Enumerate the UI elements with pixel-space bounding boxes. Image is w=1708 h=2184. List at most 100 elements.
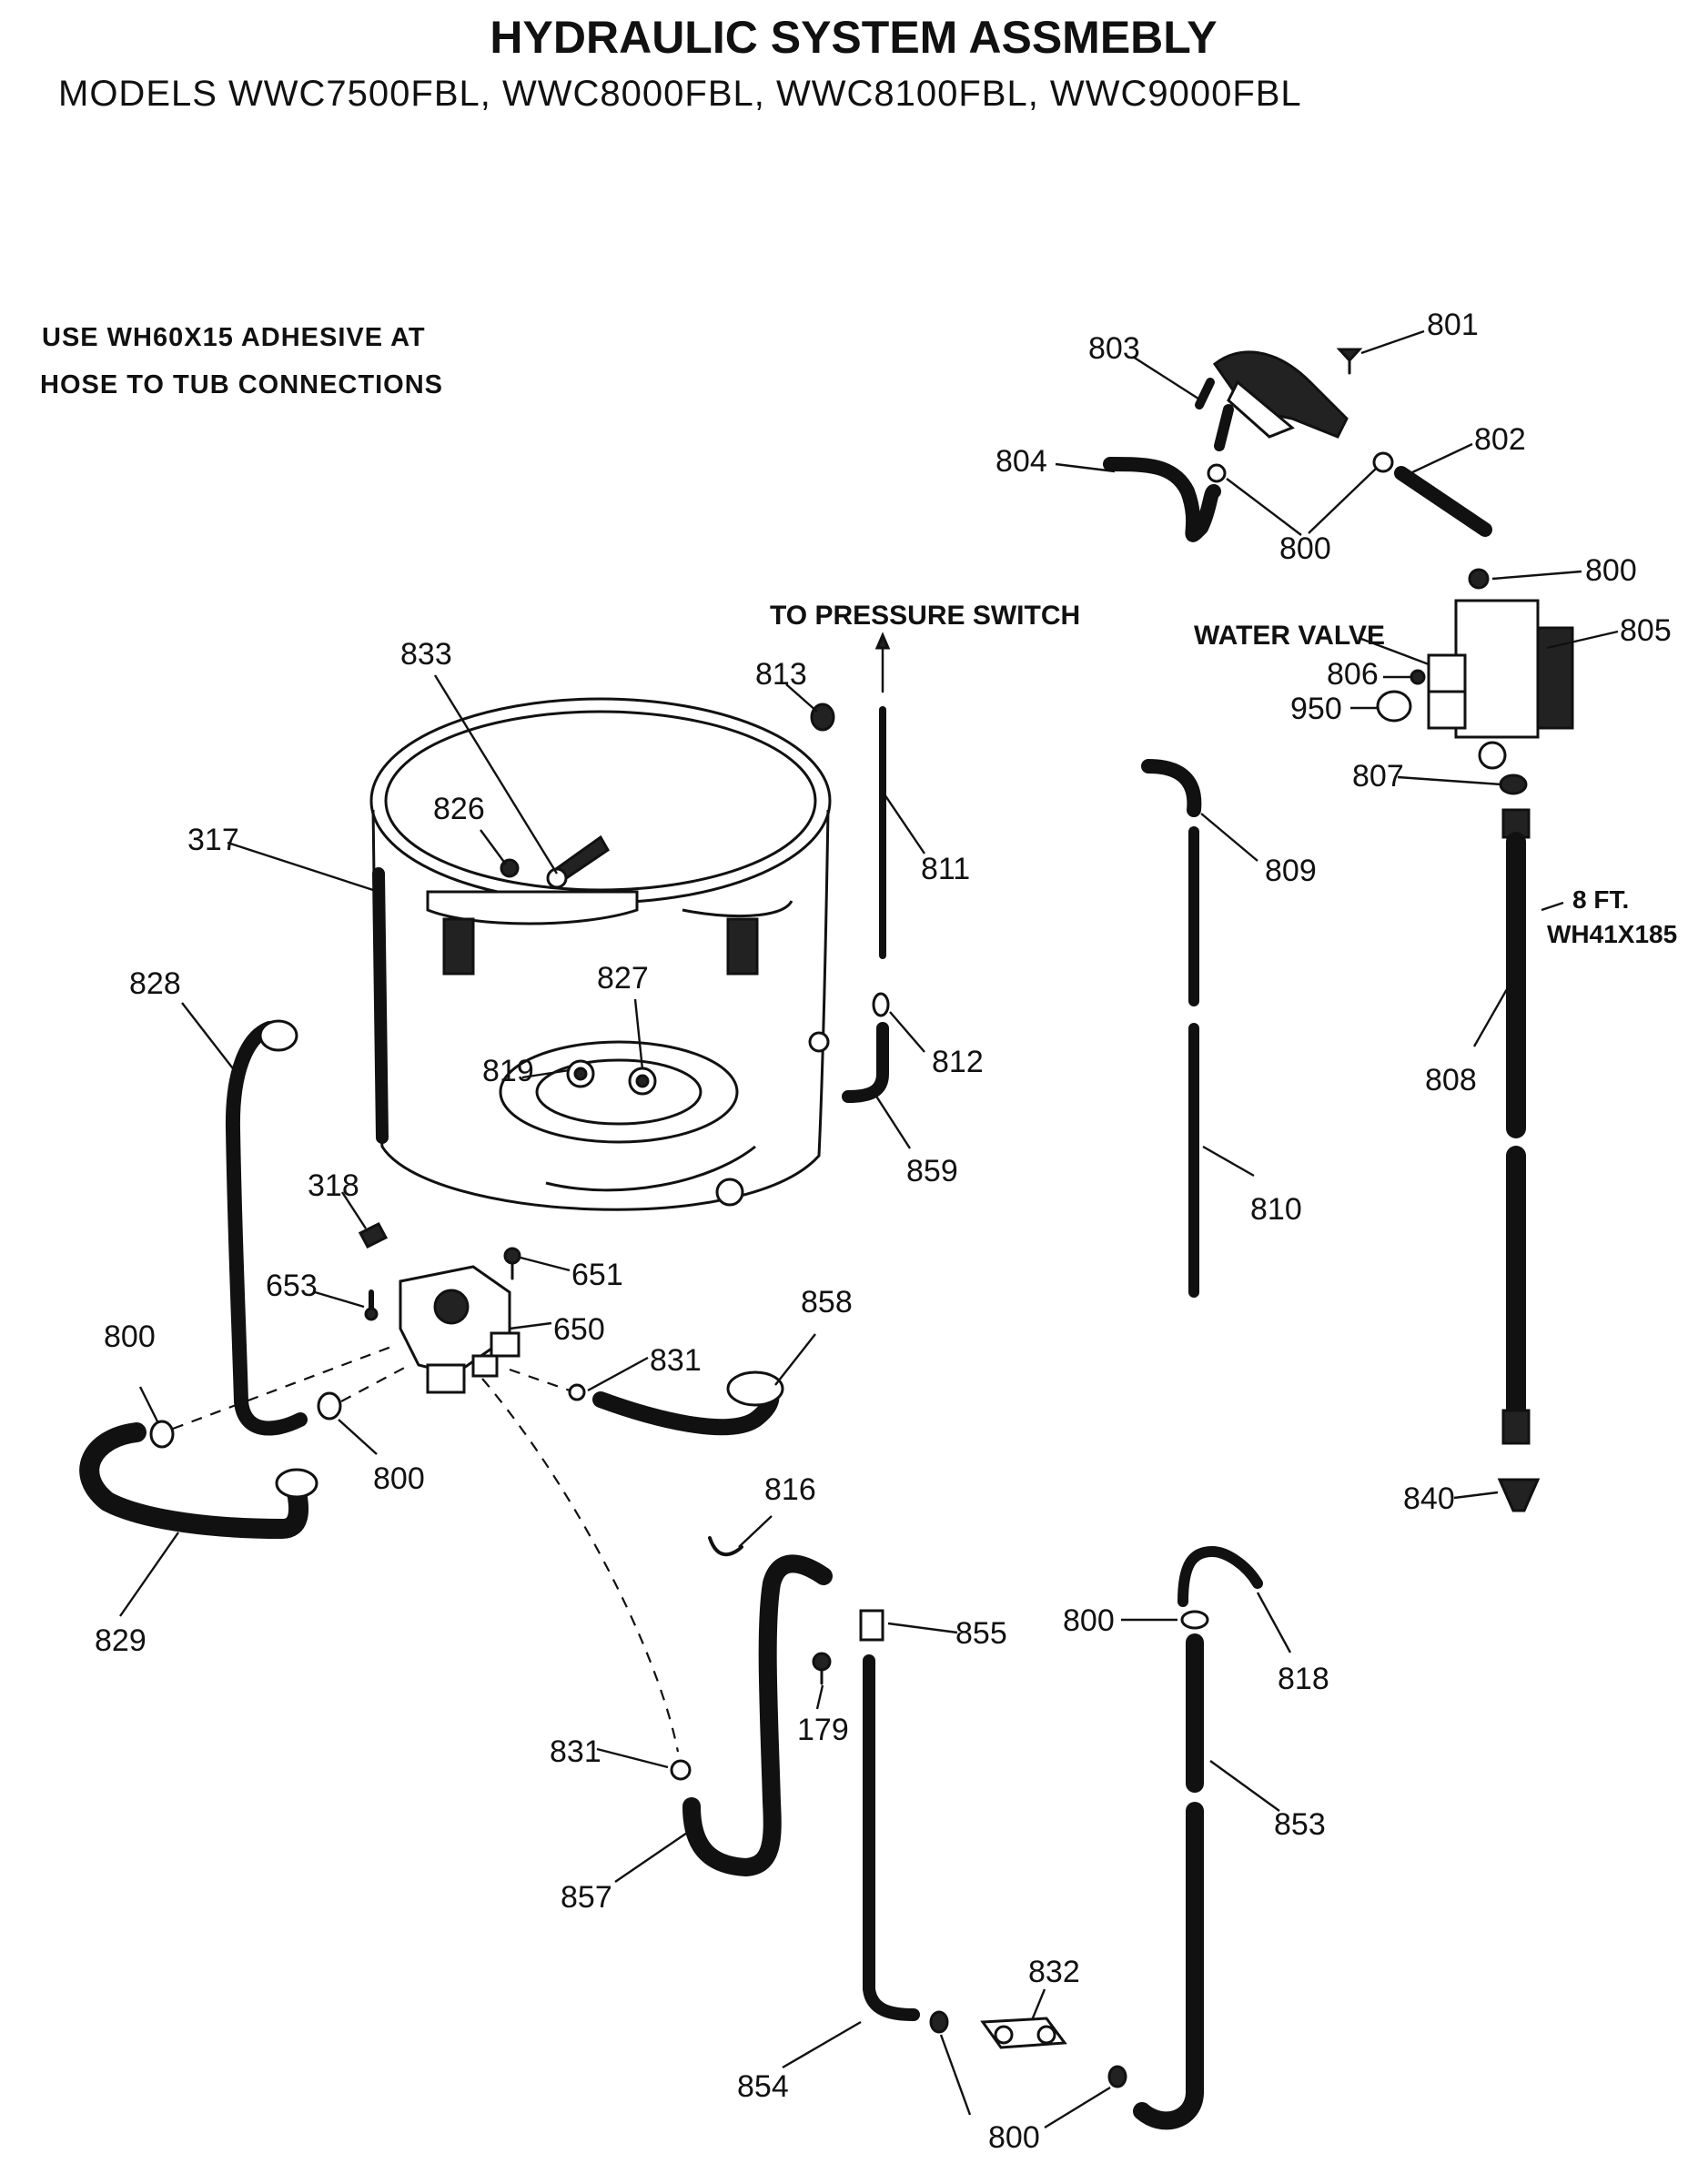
label-857: 857	[561, 1880, 612, 1915]
hose-818	[1177, 1546, 1263, 1607]
label-651: 651	[571, 1258, 623, 1292]
fitting-855	[859, 1609, 884, 1642]
label-800-right: 800	[1585, 553, 1637, 588]
tub-part-833	[546, 834, 610, 889]
clamp-800-left	[149, 1420, 175, 1449]
screw-651	[503, 1247, 521, 1280]
label-804: 804	[995, 444, 1047, 479]
label-811: 811	[921, 852, 970, 886]
adhesive-note-line2: HOSE TO TUB CONNECTIONS	[40, 370, 443, 399]
label-805: 805	[1620, 613, 1672, 648]
label-wh41x185: WH41X185	[1547, 920, 1677, 948]
diagram-subtitle: MODELS WWC7500FBL, WWC8000FBL, WWC8100FB…	[58, 74, 1302, 114]
fill-hose-804	[1103, 457, 1221, 542]
hose-854	[863, 1654, 920, 2021]
hose-802	[1394, 466, 1492, 537]
clamp-831-upper	[568, 1383, 586, 1401]
label-950: 950	[1290, 692, 1342, 726]
adhesive-note-line1: USE WH60X15 ADHESIVE AT	[42, 323, 426, 352]
screw-653	[364, 1289, 379, 1321]
label-858: 858	[801, 1285, 853, 1320]
label-818: 818	[1278, 1662, 1329, 1696]
clamp-800-right	[1468, 568, 1490, 590]
label-803: 803	[1088, 331, 1140, 366]
label-318: 318	[308, 1168, 359, 1203]
label-801: 801	[1427, 308, 1479, 342]
label-840: 840	[1403, 1481, 1455, 1516]
siphon-break-803	[1195, 350, 1349, 451]
dashed-guide-857	[481, 1378, 680, 1753]
screen-950	[1376, 690, 1412, 723]
tub-part-819	[566, 1059, 595, 1088]
diagram-title: HYDRAULIC SYSTEM ASSMEBLY	[490, 12, 1217, 63]
cap-813	[810, 703, 835, 732]
arrow-head	[874, 632, 891, 650]
label-179: 179	[797, 1713, 849, 1747]
label-832: 832	[1028, 1955, 1080, 1989]
label-800-left: 800	[104, 1320, 156, 1354]
label-853: 853	[1274, 1807, 1326, 1842]
label-806: 806	[1327, 657, 1379, 692]
label-802: 802	[1474, 422, 1526, 457]
label-317: 317	[187, 823, 239, 857]
fitting-812	[872, 992, 890, 1017]
label-828: 828	[129, 966, 181, 1001]
label-800-bottom: 800	[988, 2120, 1040, 2155]
clamp-800-bottom-left	[929, 2010, 949, 2034]
label-807: 807	[1352, 759, 1404, 794]
clip-318	[358, 1222, 389, 1249]
label-8-ft: 8 FT.	[1572, 885, 1629, 914]
clamp-831-lower	[670, 1759, 692, 1781]
hose-853-lower	[1133, 1802, 1204, 2130]
hose-829-end	[275, 1468, 318, 1499]
clamp-800-bottom-right	[1107, 2065, 1127, 2088]
label-859: 859	[906, 1154, 958, 1188]
label-829: 829	[95, 1623, 147, 1658]
drain-pump-650	[399, 1265, 520, 1394]
connector-832	[980, 2017, 1067, 2049]
washer-806	[1410, 669, 1426, 685]
clamp-800-upper	[1207, 463, 1227, 483]
label-800-818: 800	[1063, 1603, 1115, 1638]
label-800-upper: 800	[1279, 531, 1331, 566]
dashed-guide-left	[172, 1345, 392, 1431]
label-810: 810	[1250, 1192, 1302, 1227]
tub-part-827	[628, 1067, 657, 1096]
hose-858-end	[726, 1370, 784, 1407]
outer-tub	[369, 697, 832, 1211]
label-826: 826	[433, 792, 485, 826]
label-827: 827	[597, 961, 649, 996]
label-water-valve: WATER VALVE	[1194, 621, 1385, 651]
hose-857	[682, 1554, 833, 1876]
label-800-pump: 800	[373, 1461, 425, 1496]
clip-816	[708, 1536, 743, 1557]
water-valve-805	[1427, 599, 1574, 770]
leader-lines	[119, 329, 1619, 2129]
label-816: 816	[764, 1472, 816, 1507]
washer-807	[1499, 774, 1528, 795]
strainer-840	[1497, 1478, 1541, 1512]
clamp-800-818	[1180, 1610, 1209, 1630]
screw-179	[812, 1652, 832, 1685]
label-854: 854	[737, 2069, 789, 2104]
label-812: 812	[932, 1045, 984, 1079]
label-833: 833	[400, 637, 452, 672]
screw-801	[1336, 348, 1363, 375]
label-855: 855	[955, 1616, 1007, 1651]
label-808: 808	[1425, 1063, 1477, 1097]
label-653: 653	[266, 1269, 318, 1303]
label-809: 809	[1265, 854, 1317, 888]
label-to-pressure-switch: TO PRESSURE SWITCH	[770, 601, 1080, 631]
label-650: 650	[553, 1312, 605, 1347]
elbow-hose-859	[842, 1022, 889, 1103]
label-813: 813	[755, 657, 807, 692]
hose-828-end	[258, 1019, 298, 1052]
label-831-upper: 831	[650, 1343, 702, 1378]
hose-829	[79, 1422, 308, 1539]
dashed-guide-831	[509, 1368, 571, 1392]
label-831-lower: 831	[550, 1734, 601, 1769]
clamp-800-pump	[317, 1391, 342, 1421]
inlet-hose-808	[1501, 808, 1531, 1445]
clamp-800-mid	[1372, 451, 1394, 473]
